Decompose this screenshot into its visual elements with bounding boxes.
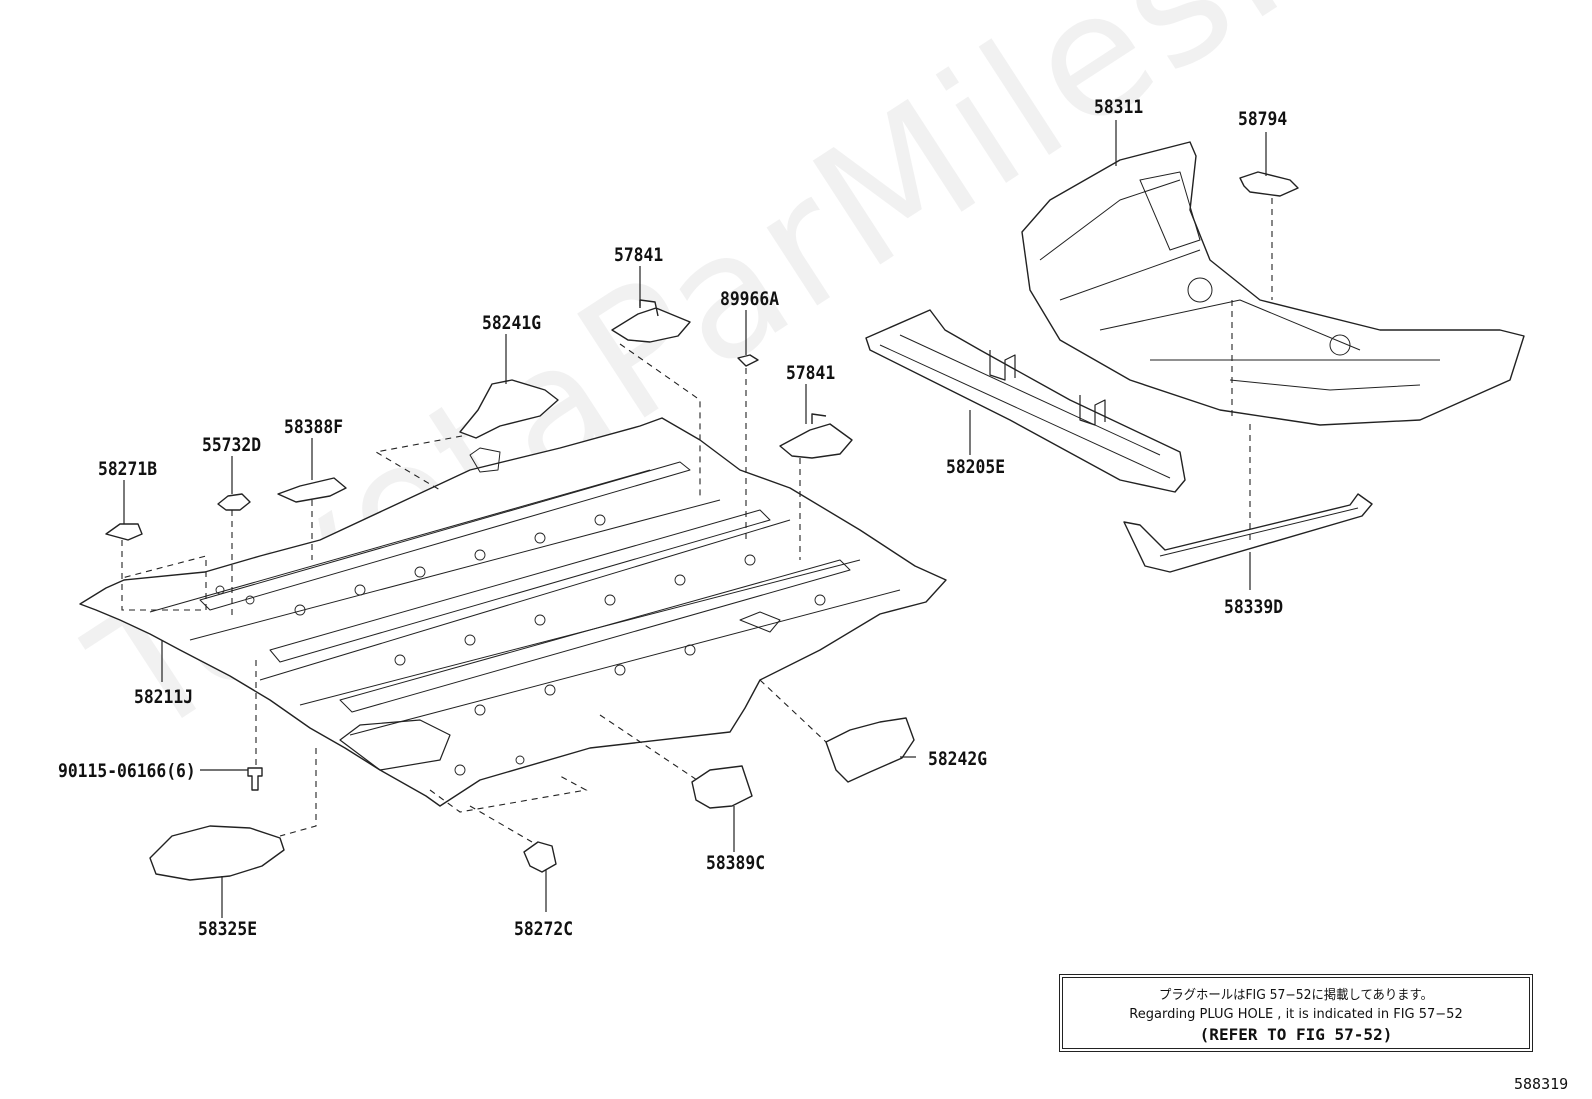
bracket-58272c: [523, 841, 557, 873]
label-58241g: 58241G: [482, 312, 542, 334]
bracket-57841-b: [779, 413, 853, 459]
plug-hole-note-box: プラグホールはFIG 57−52に掲載してあります。 Regarding PLU…: [1059, 974, 1533, 1052]
sill-58339d: [1123, 493, 1373, 573]
bracket-58241g: [459, 379, 559, 439]
label-89966a: 89966A: [720, 288, 780, 310]
cross-member-58205e: [865, 309, 1186, 493]
label-58272c: 58272C: [514, 918, 574, 940]
bolt-90115: [247, 767, 263, 791]
label-58388f: 58388F: [284, 416, 344, 438]
plate-58325e: [149, 825, 285, 881]
label-58325e: 58325E: [198, 918, 258, 940]
label-90115-06166: 90115-06166(6): [58, 760, 196, 782]
bracket-58242g: [825, 717, 915, 783]
floor-pan-58211j: [79, 417, 947, 807]
clip-89966a: [737, 354, 759, 367]
label-57841-lower: 57841: [786, 362, 836, 384]
label-58242g: 58242G: [928, 748, 988, 770]
label-58271b: 58271B: [98, 458, 158, 480]
bracket-58271b: [105, 523, 143, 541]
note-reference-text: (REFER TO FIG 57-52): [1199, 1025, 1393, 1044]
note-japanese-text: プラグホールはFIG 57−52に掲載してあります。: [1158, 988, 1433, 1003]
bracket-58389c: [691, 765, 753, 809]
figure-number: 588319: [1514, 1075, 1569, 1093]
label-58794: 58794: [1238, 108, 1288, 130]
bracket-58388f: [277, 477, 347, 503]
rear-floor-58311: [1021, 141, 1525, 426]
label-58205e: 58205E: [946, 456, 1006, 478]
bracket-57841-a: [611, 299, 691, 343]
bracket-58794: [1239, 171, 1299, 197]
clip-55732d: [217, 493, 251, 511]
label-58389c: 58389C: [706, 852, 766, 874]
note-english-text: Regarding PLUG HOLE , it is indicated in…: [1129, 1007, 1463, 1022]
label-58339d: 58339D: [1224, 596, 1284, 618]
label-55732d: 55732D: [202, 434, 262, 456]
label-58311: 58311: [1094, 96, 1144, 118]
label-58211j: 58211J: [134, 686, 194, 708]
label-57841-upper: 57841: [614, 244, 664, 266]
